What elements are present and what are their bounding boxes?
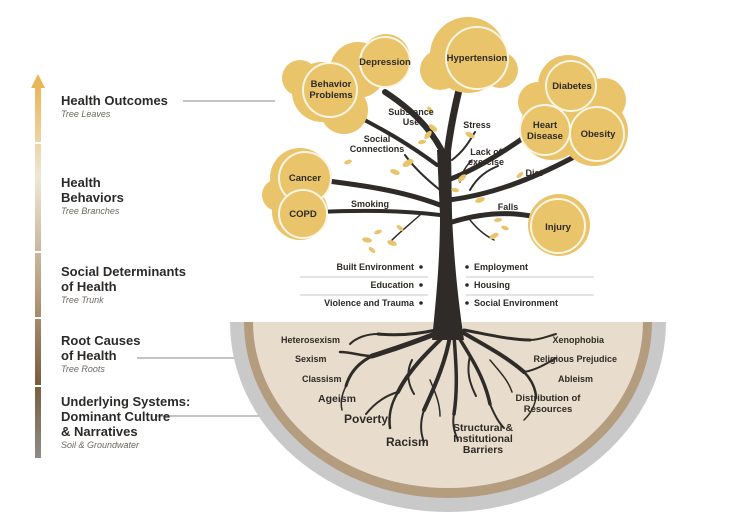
determinant-violence-and-trauma: Violence and Trauma: [324, 298, 415, 308]
root-religious-prejudice: Religious Prejudice: [533, 354, 617, 364]
axis-arrow-up-icon: [31, 74, 45, 88]
root-ableism: Ableism: [558, 374, 593, 384]
determinant-employment: Employment: [474, 262, 528, 272]
behavior-falls: Falls: [498, 202, 519, 212]
obesity-circle: [569, 106, 625, 162]
determinant-built-environment: Built Environment: [336, 262, 414, 272]
root-racism: Racism: [386, 435, 429, 449]
outcome-obesity: Obesity: [581, 129, 617, 140]
injury-circle: [530, 198, 586, 254]
copd-circle: [278, 189, 328, 239]
root-heterosexism: Heterosexism: [281, 335, 340, 345]
legend-title-underlying-systems: Underlying Systems:Dominant Culture& Nar…: [61, 394, 191, 439]
outcome-injury: Injury: [545, 222, 572, 233]
determinant-rules: [300, 276, 594, 296]
legend-subtitle-tree-roots: Tree Roots: [61, 364, 105, 374]
legend-subtitle-tree-trunk: Tree Trunk: [61, 295, 104, 305]
behavior-diet: Diet: [525, 168, 542, 178]
outcome-hypertension: Hypertension: [447, 53, 508, 64]
outcome-copd: COPD: [289, 209, 317, 220]
legend-subtitle-tree-leaves: Tree Leaves: [61, 109, 111, 119]
small-leaves: [344, 106, 524, 253]
root-xenophobia: Xenophobia: [553, 335, 605, 345]
outcome-cancer: Cancer: [289, 173, 322, 184]
legend-subtitle-tree-branches: Tree Branches: [61, 206, 120, 216]
diabetes-circle: [545, 60, 597, 112]
behavior-problems-circle: [302, 62, 358, 118]
outcome-circles: [278, 26, 625, 254]
determinant-bullets: [419, 265, 469, 305]
root-ageism: Ageism: [318, 393, 356, 405]
hypertension-circle: [445, 26, 509, 90]
root-poverty: Poverty: [344, 412, 388, 426]
tree-trunk: [432, 150, 464, 340]
behavior-smoking: Smoking: [351, 199, 389, 209]
outcome-diabetes: Diabetes: [552, 81, 592, 92]
determinant-education: Education: [370, 280, 414, 290]
root-sexism: Sexism: [295, 354, 327, 364]
behavior-stress: Stress: [463, 120, 491, 130]
depression-circle: [359, 36, 411, 88]
determinant-social-environment: Social Environment: [474, 298, 558, 308]
legend-title-health-outcomes: Health Outcomes: [61, 93, 168, 108]
legend-subtitle-soil-groundwater: Soil & Groundwater: [61, 440, 140, 450]
root-classism: Classism: [302, 374, 342, 384]
legend-axis-bar: [35, 84, 41, 458]
determinant-housing: Housing: [474, 280, 510, 290]
outcome-depression: Depression: [359, 57, 411, 68]
